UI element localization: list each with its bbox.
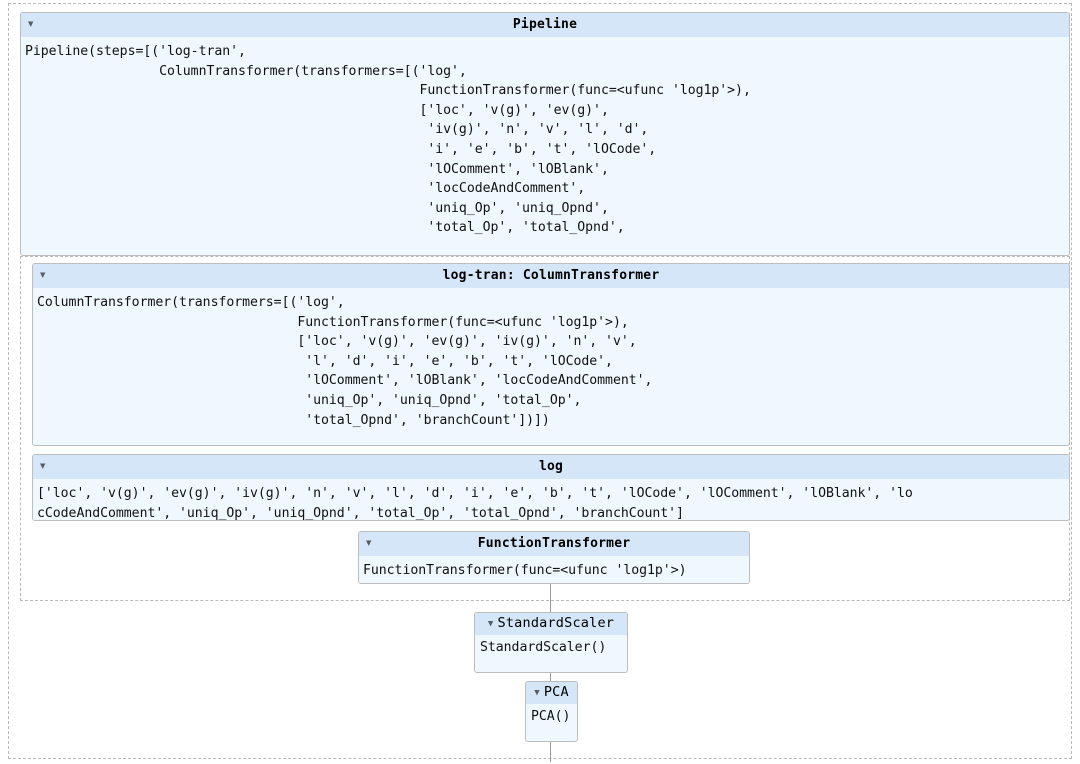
column-transformer-group: ▼ log-tran: ColumnTransformer ColumnTran… (20, 256, 1070, 601)
chevron-down-icon[interactable]: ▼ (487, 619, 494, 629)
estimator-title-pca: PCA (543, 684, 569, 700)
estimator-box-pca[interactable]: ▼PCA PCA() (525, 681, 578, 742)
pipeline-diagram-root: ▼ Pipeline Pipeline(steps=[('log-tran', … (8, 3, 1072, 762)
estimator-title-log-columns: log (538, 459, 564, 474)
estimator-repr-log-columns: ['loc', 'v(g)', 'ev(g)', 'iv(g)', 'n', '… (33, 479, 1069, 520)
estimator-header-pca[interactable]: ▼PCA (526, 682, 577, 704)
connector-line (550, 740, 551, 762)
estimator-repr-standard-scaler: StandardScaler() (475, 635, 627, 662)
estimator-repr-column-transformer: ColumnTransformer(transformers=[('log', … (33, 288, 1069, 435)
estimator-repr-function-transformer: FunctionTransformer(func=<ufunc 'log1p'>… (359, 556, 749, 583)
estimator-title-function-transformer: FunctionTransformer (477, 536, 631, 551)
estimator-box-pipeline[interactable]: ▼ Pipeline Pipeline(steps=[('log-tran', … (20, 12, 1070, 256)
estimator-repr-pipeline: Pipeline(steps=[('log-tran', ColumnTrans… (21, 37, 1069, 242)
estimator-title-standard-scaler: StandardScaler (497, 615, 615, 631)
estimator-title-column-transformer: log-tran: ColumnTransformer (442, 268, 660, 283)
estimator-title-pipeline: Pipeline (512, 17, 578, 32)
estimator-header-standard-scaler[interactable]: ▼StandardScaler (475, 613, 627, 635)
chevron-down-icon[interactable]: ▼ (40, 461, 46, 472)
estimator-box-function-transformer[interactable]: ▼ FunctionTransformer FunctionTransforme… (358, 531, 750, 584)
estimator-header-log-columns[interactable]: ▼ log (33, 455, 1069, 479)
chevron-down-icon[interactable]: ▼ (534, 688, 540, 698)
estimator-box-log-columns[interactable]: ▼ log ['loc', 'v(g)', 'ev(g)', 'iv(g)', … (32, 454, 1070, 521)
connector-line (550, 671, 551, 683)
estimator-box-standard-scaler[interactable]: ▼StandardScaler StandardScaler() (474, 612, 628, 673)
chevron-down-icon[interactable]: ▼ (28, 19, 34, 30)
connector-line (550, 584, 551, 602)
estimator-box-column-transformer[interactable]: ▼ log-tran: ColumnTransformer ColumnTran… (32, 263, 1070, 446)
estimator-header-function-transformer[interactable]: ▼ FunctionTransformer (359, 532, 749, 556)
chevron-down-icon[interactable]: ▼ (40, 270, 46, 281)
connector-line (550, 602, 551, 614)
estimator-header-pipeline[interactable]: ▼ Pipeline (21, 13, 1069, 37)
chevron-down-icon[interactable]: ▼ (366, 538, 372, 549)
estimator-repr-pca: PCA() (526, 704, 577, 731)
estimator-header-column-transformer[interactable]: ▼ log-tran: ColumnTransformer (33, 264, 1069, 288)
